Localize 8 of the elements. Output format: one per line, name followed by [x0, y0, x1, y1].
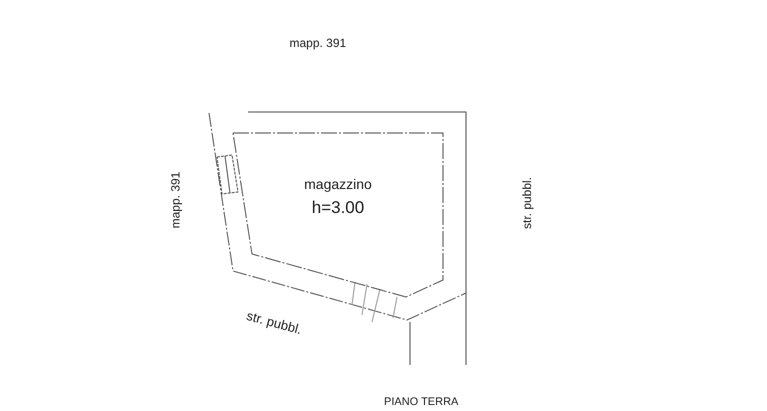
room-name: magazzino	[303, 176, 373, 192]
room-height: h=3.00	[310, 198, 366, 218]
floor-label: PIANO TERRA	[384, 396, 458, 408]
parcel-label: mapp. 391	[290, 36, 346, 50]
street-label: str. pubbl.	[520, 176, 534, 230]
parcel-label: mapp. 391	[168, 172, 182, 228]
room-outline	[232, 132, 444, 299]
street-label: str. pubbl.	[245, 307, 304, 337]
